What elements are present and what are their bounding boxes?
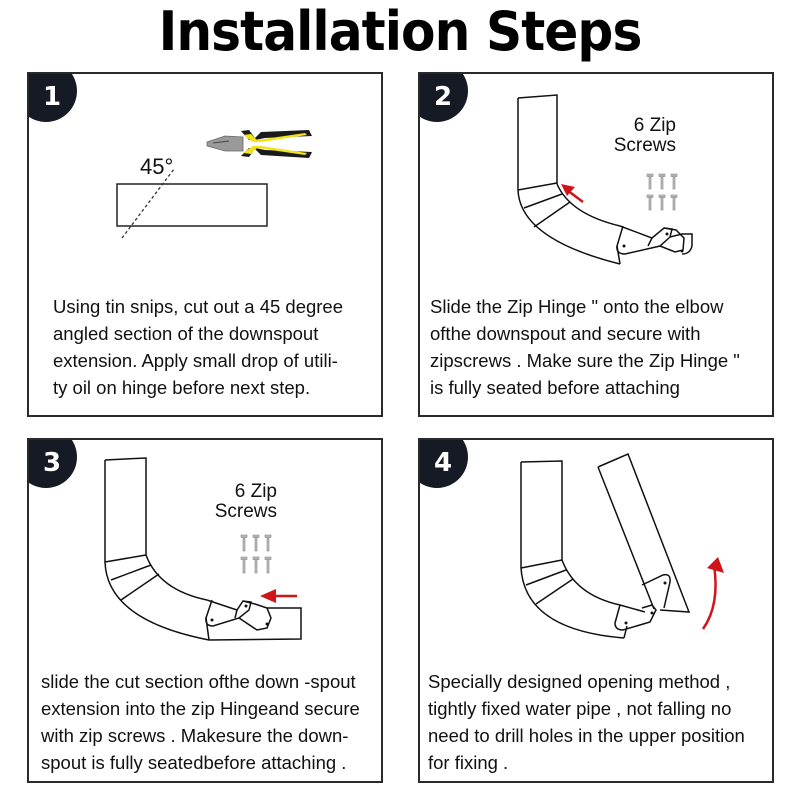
step-3-description: slide the cut section ofthe down -spout …	[41, 668, 360, 776]
step-4-description: Specially designed opening method , tigh…	[428, 668, 745, 776]
angle-label: 45°	[140, 154, 173, 179]
description-line: spout is fully seatedbefore attaching .	[41, 752, 347, 773]
description-line: need to drill holes in the upper positio…	[428, 725, 745, 746]
slide-extension-diagram	[104, 457, 302, 641]
description-line: is fully seated before attaching	[430, 377, 680, 398]
description-line: tightly fixed water pipe , not falling n…	[428, 698, 732, 719]
rotate-arrow-icon	[701, 557, 724, 630]
step-number-badge: 3	[29, 440, 77, 488]
description-line: Specially designed opening method ,	[428, 671, 731, 692]
description-line: Slide the Zip Hinge " onto the elbow	[430, 296, 724, 317]
elbow-hinge-diagram	[517, 94, 693, 265]
zip-screws-label: 6 Zip Screws	[613, 115, 676, 156]
description-line: for fixing .	[428, 752, 509, 773]
step-1-panel: 45° 1 Using tin snips, cut out a 45 degr…	[27, 72, 383, 417]
step-2-panel: 6 Zip Screws 2 Slide the Zip Hinge " ont…	[418, 72, 774, 417]
red-arrow-icon	[260, 589, 297, 603]
description-line: slide the cut section ofthe down -spout	[41, 671, 356, 692]
pliers-icon	[206, 130, 312, 158]
zip-screws-icon	[240, 534, 272, 574]
cut-45-diagram: 45°	[116, 130, 312, 239]
zip-screws-label: 6 Zip Screws	[214, 481, 277, 522]
zip-screws-icon	[646, 173, 678, 211]
description-line: Using tin snips, cut out a 45 degree	[53, 296, 344, 317]
red-arrow-icon	[561, 184, 584, 203]
step-2-description: Slide the Zip Hinge " onto the elbow oft…	[430, 293, 740, 401]
description-line: extension. Apply small drop of utili-	[53, 350, 338, 371]
step-3-panel: 6 Zip Screws 3 slide the cut section oft…	[27, 438, 383, 783]
description-line: ofthe downspout and secure with	[430, 323, 701, 344]
description-line: zipscrews . Make sure the Zip Hinge "	[430, 350, 740, 371]
step-1-description: Using tin snips, cut out a 45 degree ang…	[53, 293, 343, 401]
description-line: angled section of the downspout	[53, 323, 319, 344]
page-title: Installation Steps	[158, 0, 643, 63]
description-line: ty oil on hinge before next step.	[53, 377, 311, 398]
description-line: extension into the zip Hingeand secure	[41, 698, 360, 719]
step-number-badge: 1	[29, 74, 77, 122]
open-hinge-diagram	[520, 453, 724, 639]
description-line: with zip screws . Makesure the down-	[41, 725, 349, 746]
step-4-panel: 4 Specially designed opening method , ti…	[418, 438, 774, 783]
